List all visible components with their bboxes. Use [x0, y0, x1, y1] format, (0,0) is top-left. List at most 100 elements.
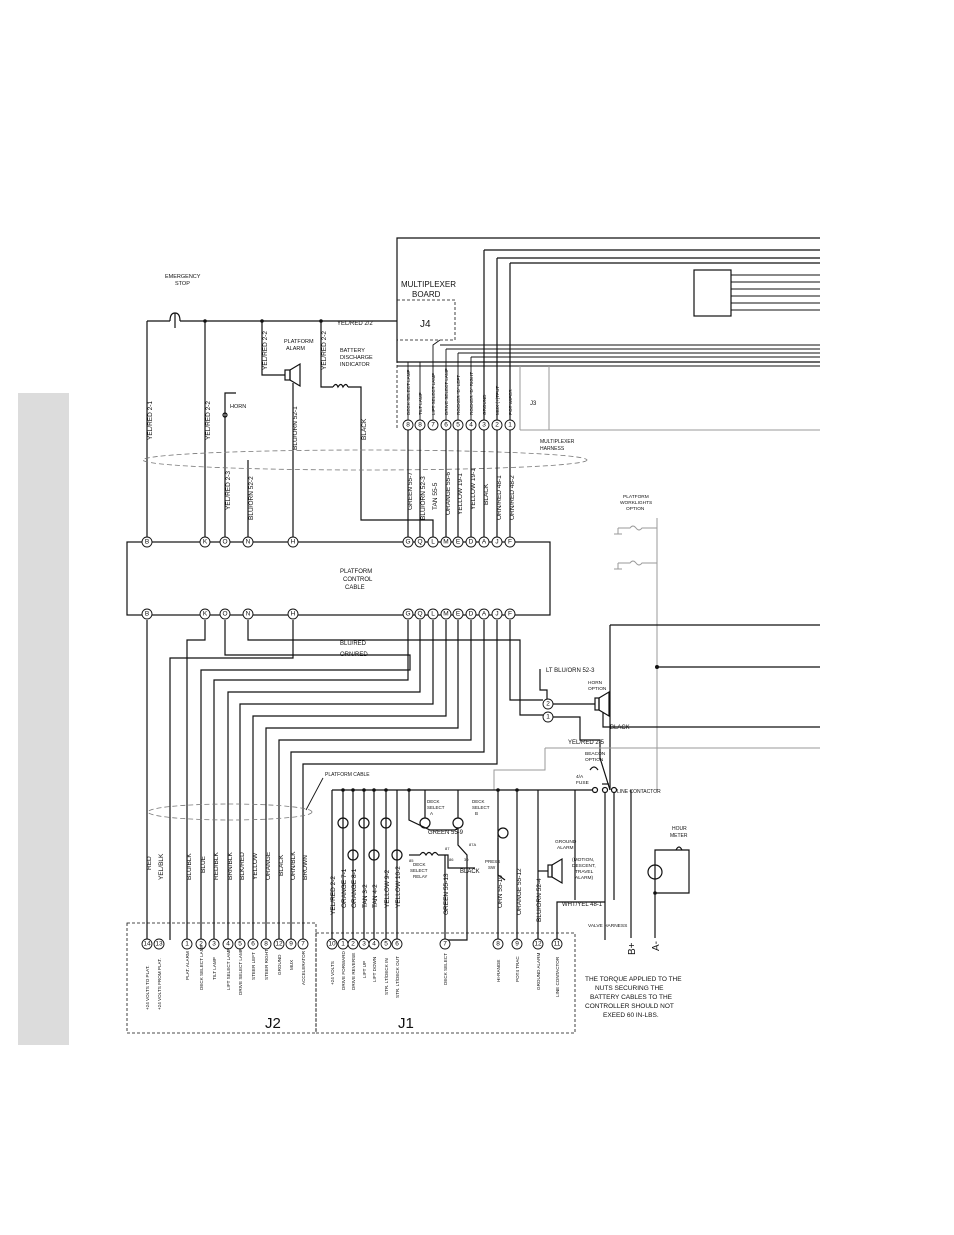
cable-pin: K — [199, 608, 211, 620]
board-pin: 8 — [402, 419, 414, 431]
cable-pin: N — [242, 608, 254, 620]
svg-text:3: 3 — [482, 422, 486, 429]
wire-label: GREEN 55-13 — [443, 873, 450, 915]
wire-label: ORANGE 55-12 — [516, 868, 523, 915]
board-pin: 6 — [440, 419, 452, 431]
wire-label: ORN/RED 48-1 — [496, 475, 503, 520]
pressure-switch-label: PRESS — [485, 859, 500, 864]
svg-text:F: F — [508, 539, 512, 546]
board-pin-label: POT WIPER — [508, 389, 513, 415]
wire-label: BLACK — [361, 418, 368, 440]
torque-note-line: CONTROLLER SHOULD NOT — [585, 1003, 674, 1010]
svg-text:1: 1 — [508, 422, 512, 429]
platform-cable-ellipse — [147, 803, 313, 821]
relay-label: RELAY — [413, 874, 427, 879]
line-contactor-label: LINE CONTACTOR — [617, 789, 661, 795]
j2-pin-label: DECK SELECT LAMP — [199, 944, 204, 990]
j2-pin: 5 — [234, 938, 246, 950]
meter-icon — [647, 864, 663, 880]
svg-text:M: M — [443, 611, 448, 618]
j2-pin: 2 — [195, 938, 207, 950]
svg-text:D: D — [469, 539, 474, 546]
cable-pin: E — [452, 536, 464, 548]
wire-label: ORN/RED 48-2 — [509, 475, 516, 520]
cable-pin: K — [199, 536, 211, 548]
j2-pin-label: GROUND — [277, 954, 282, 975]
board-pin-label: ROCKER "D" LEFT — [456, 375, 461, 415]
harness-label-1: MULTIPLEXER — [540, 439, 575, 445]
svg-text:4: 4 — [469, 422, 473, 429]
j2-pin-label: +24 VOLTS TO PLAT. — [145, 966, 150, 1010]
j2-pin: 14 — [141, 938, 153, 950]
svg-text:8: 8 — [406, 422, 410, 429]
board-pin: 8 — [414, 419, 426, 431]
svg-text:8: 8 — [496, 941, 500, 948]
cable-pin: L — [427, 608, 439, 620]
j1-pin: 3 — [358, 938, 370, 950]
svg-text:N: N — [246, 611, 251, 618]
j1-pin-labels: +24 VOLTS DRIVE FORWARD DRIVE REVERSE LI… — [330, 951, 560, 998]
beacon-label-1: BEACON — [585, 751, 606, 757]
wire-label: YEL/RED 2-5 — [568, 740, 605, 746]
wire-label: BLACK — [278, 854, 285, 876]
cable-pin: M — [440, 536, 452, 548]
j2-pin-label: ACCELERATOR — [301, 950, 306, 985]
wire-label: ORANGE 55-6 — [445, 472, 452, 515]
wire-label: BLU/ORN 52-3 — [420, 476, 427, 520]
svg-text:12: 12 — [534, 941, 542, 948]
svg-text:3: 3 — [212, 941, 216, 948]
svg-text:J: J — [495, 539, 498, 546]
wire-label: BLU/ORN 52-1 — [292, 406, 299, 450]
cable-label-1: PLATFORM — [340, 569, 372, 575]
cable-label-3: CABLE — [345, 585, 365, 591]
j1-pin-label: +24 VOLTS — [330, 961, 335, 985]
wire-label: YELLOW 19-1 — [457, 473, 464, 515]
torque-note-line: THE TORQUE APPLIED TO THE — [585, 976, 682, 983]
cable-pin: G — [402, 536, 414, 548]
j1-pin: 2 — [347, 938, 359, 950]
coil-icon — [332, 383, 349, 389]
svg-text:9: 9 — [515, 941, 519, 948]
svg-text:F: F — [508, 611, 512, 618]
j2-pins: 14 13 1 2 3 4 5 6 8 12 9 7 — [141, 938, 309, 950]
board-pin: 7 — [427, 419, 439, 431]
j2-pin: 7 — [297, 938, 309, 950]
board-pin-labels: DECK SELECT LAMP TILT LAMP LIFT SELECT L… — [406, 368, 513, 415]
svg-text:6: 6 — [395, 941, 399, 948]
wire-label: YEL/RED 2-2 — [262, 331, 269, 370]
svg-text:L: L — [431, 539, 435, 546]
wire-label: RED/BLK — [213, 852, 220, 880]
wire-label: BLACK — [483, 483, 490, 505]
wire-label: TAN 4-2 — [372, 884, 379, 908]
wire-label: YEL/BLK — [158, 853, 165, 880]
cable-pin: Q — [414, 536, 426, 548]
svg-text:B: B — [145, 611, 149, 618]
svg-text:5: 5 — [384, 941, 388, 948]
wire-label: RED — [146, 856, 153, 870]
cable-top-pins: B K O N H G Q L M E D A J F — [141, 536, 516, 548]
cable-pin: B — [141, 536, 153, 548]
board-pin-label: LIFT SELECT LAMP — [431, 373, 436, 415]
j1-pin-label: LIFT UP — [362, 961, 367, 978]
relay-label: SELECT — [410, 868, 428, 873]
wire-label: TAN 55-5 — [432, 482, 439, 510]
svg-text:N: N — [246, 539, 251, 546]
top-wire-label: YEL/RED 2/2 — [337, 321, 373, 327]
board-pin: 5 — [452, 419, 464, 431]
j2-pin-label: LIFT SELECT LAMP — [226, 948, 231, 990]
torque-note-line: NUTS SECURING THE — [595, 985, 664, 992]
cable-pin: E — [452, 608, 464, 620]
svg-text:1: 1 — [341, 941, 345, 948]
svg-text:4: 4 — [372, 941, 376, 948]
hour-meter-label-1: HOUR — [672, 826, 687, 832]
svg-text:D: D — [469, 611, 474, 618]
wire-label: BLU/RED — [340, 641, 367, 647]
cable-pin: O — [219, 608, 231, 620]
cable-pin: O — [219, 536, 231, 548]
cable-pin: D — [465, 608, 477, 620]
wire-label: YELLOW — [252, 852, 259, 880]
ground-alarm-label: ALARM — [557, 845, 574, 851]
platform-cable-label: PLATFORM CABLE — [325, 772, 370, 778]
svg-text:7: 7 — [443, 941, 447, 948]
j1-pin-label: LINE CONTACTOR — [555, 956, 560, 997]
